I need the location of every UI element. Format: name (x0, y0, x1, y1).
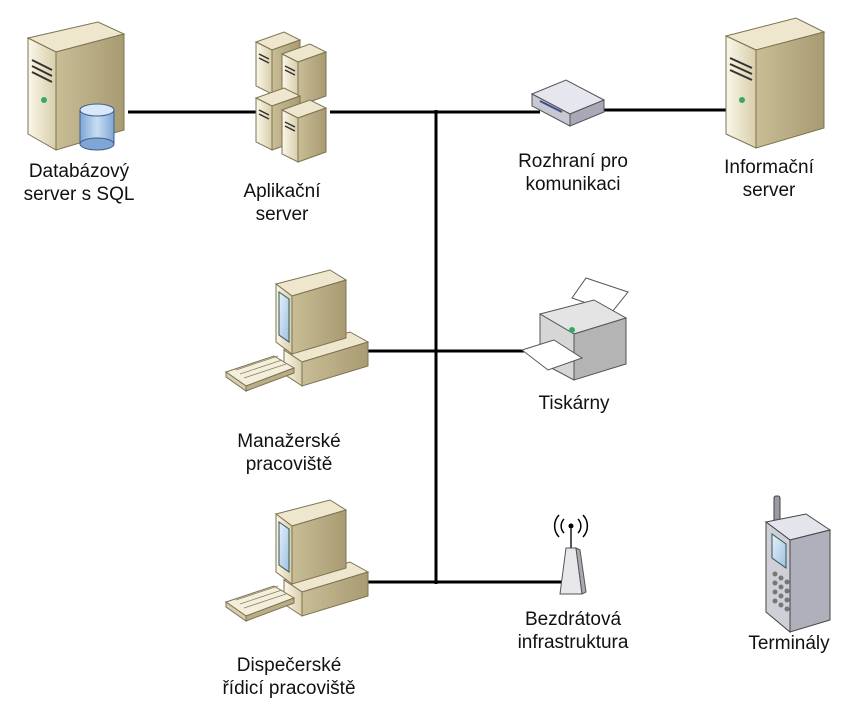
information-server-icon (724, 17, 826, 149)
manager-workstation-label-line1: Manažerské (237, 431, 341, 452)
db-server-label: Databázový server s SQL (4, 160, 154, 206)
printer-icon (520, 277, 629, 381)
info-server-label-line2: server (742, 180, 796, 201)
terminals-label-line1: Terminály (748, 633, 830, 654)
comm-interface-label-line1: Rozhraní pro (518, 151, 628, 172)
dispatch-workstation-label-line2: řídicí pracoviště (222, 678, 356, 699)
comm-interface-label: Rozhraní pro komunikaci (488, 150, 658, 196)
terminals-label: Terminály (734, 632, 844, 655)
printers-label-line1: Tiskárny (538, 393, 610, 414)
wireless-label: Bezdrátová infrastruktura (488, 608, 658, 654)
printers-label: Tiskárny (514, 392, 634, 415)
manager-workstation-icon (224, 269, 370, 392)
wireless-label-line1: Bezdrátová (524, 609, 622, 630)
manager-workstation-label: Manažerské pracoviště (214, 430, 364, 476)
connections (128, 108, 726, 584)
db-server-label-line1: Databázový (28, 161, 130, 182)
comm-interface-label-line2: komunikaci (525, 174, 621, 195)
manager-workstation-label-line2: pracoviště (245, 454, 333, 475)
dispatch-workstation-icon (224, 499, 370, 622)
application-server-icon (254, 31, 328, 163)
network-switch-icon (530, 79, 606, 127)
db-server-label-line2: server s SQL (23, 184, 135, 205)
dispatch-workstation-label: Dispečerské řídicí pracoviště (204, 654, 374, 700)
database-cylinder-icon (79, 103, 115, 151)
database-server-icon (26, 21, 126, 151)
app-server-label: Aplikační server (222, 180, 342, 226)
info-server-label-line1: Informační (724, 157, 814, 178)
wireless-antenna-icon (553, 514, 589, 595)
app-server-label-line2: server (255, 204, 309, 225)
wireless-label-line2: infrastruktura (517, 632, 629, 653)
info-server-label: Informační server (704, 156, 834, 202)
app-server-label-line1: Aplikační (243, 181, 321, 202)
mobile-phone-icon (764, 495, 832, 634)
dispatch-workstation-label-line1: Dispečerské (236, 655, 342, 676)
